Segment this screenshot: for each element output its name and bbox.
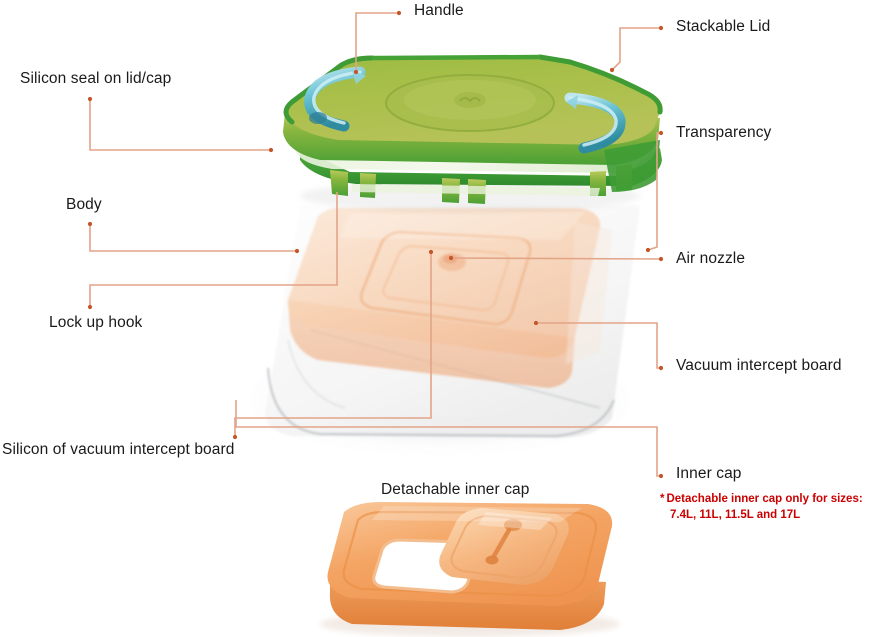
handle-right-art <box>564 92 626 154</box>
inner-cap-art <box>320 502 620 637</box>
footnote-line-1: Detachable inner cap only for sizes: <box>666 493 863 505</box>
label-transparency: Transparency <box>676 124 772 141</box>
footnote-detachable-sizes: *Detachable inner cap only for sizes: 7.… <box>660 492 863 523</box>
stackable-lid-art <box>283 54 663 212</box>
leader-transparency <box>647 132 661 251</box>
leader-silicon-of-board <box>234 252 432 437</box>
handle-left-art <box>304 66 366 132</box>
label-handle: Handle <box>414 2 464 19</box>
label-vacuum-intercept-board: Vacuum intercept board <box>676 357 842 374</box>
label-detachable-inner-cap: Detachable inner cap <box>381 481 530 498</box>
footnote-line-2: 7.4L, 11L, 11.5L and 17L <box>670 508 801 521</box>
leader-inner-cap <box>235 400 661 477</box>
leader-endpoint-dots <box>87 10 664 479</box>
leader-stackable-lid <box>611 27 661 71</box>
leader-silicon-seal <box>89 99 271 151</box>
label-air-nozzle: Air nozzle <box>676 250 746 267</box>
inner-cap-plug-art <box>439 508 569 585</box>
label-lock-up-hook: Lock up hook <box>49 314 143 331</box>
leader-body <box>89 224 297 252</box>
leader-air-nozzle <box>450 257 662 260</box>
label-silicon-of-vacuum-intercept-board: Silicon of vacuum intercept board <box>2 441 235 458</box>
vacuum-board-art <box>287 207 612 388</box>
label-silicon-seal-on-lid-cap: Silicon seal on lid/cap <box>20 70 172 87</box>
label-stackable-lid: Stackable Lid <box>676 18 771 35</box>
label-body: Body <box>66 196 102 213</box>
leader-vacuum-board <box>536 322 661 369</box>
leader-lock-up-hook <box>89 192 338 307</box>
label-inner-cap: Inner cap <box>676 465 742 482</box>
footnote-asterisk: * <box>660 493 665 505</box>
leader-handle <box>355 12 399 72</box>
